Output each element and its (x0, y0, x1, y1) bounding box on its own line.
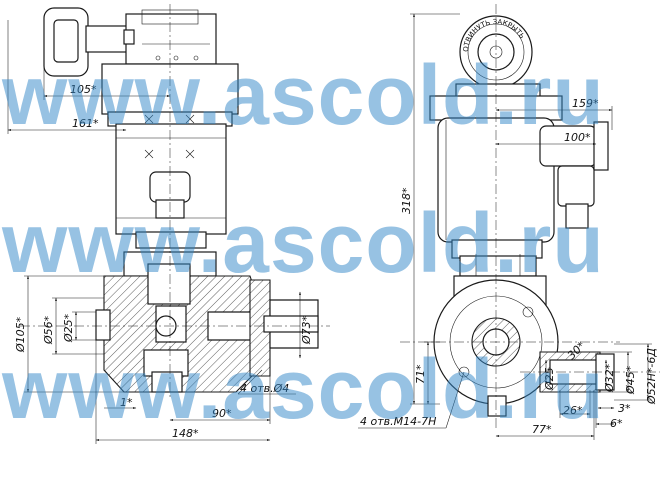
watermark-line-1: www.ascold.ru (1, 48, 605, 142)
dim-phi105: Ø105* (14, 316, 27, 353)
dim-phi73: Ø73* (300, 315, 313, 345)
dim-77: 77* (532, 423, 552, 436)
dim-318: 318* (400, 187, 413, 214)
valve-body-section (95, 251, 319, 393)
dim-phi32: Ø32* (603, 363, 616, 393)
dim-phi56: Ø56* (42, 315, 55, 345)
watermark-line-2: www.ascold.ru (1, 196, 605, 290)
watermark: www.ascold.ru www.ascold.ru www.ascold.r… (1, 48, 605, 436)
dim-100: 100* (564, 131, 591, 144)
dim-phi25: Ø25* (62, 313, 75, 343)
dim-phi25-side: Ø25 (543, 367, 556, 391)
note-holes-4: 4 отв.Ø4 (240, 382, 289, 395)
dim-90: 90* (212, 407, 232, 420)
dim-phi45: Ø45* (624, 365, 637, 395)
handwheel-assembly (43, 7, 217, 77)
dim-1: 1* (120, 396, 133, 409)
dim-phi52: Ø52Н*-6Д (645, 348, 658, 405)
watermark-line-3: www.ascold.ru (1, 342, 605, 436)
dim-26: 26* (563, 404, 583, 417)
dim-161: 161* (72, 117, 99, 130)
note-holes-m14: 4 отв.М14-7Н (360, 415, 436, 428)
dim-3: 3* (618, 402, 631, 415)
front-view: 105* 161* Ø105* Ø56* Ø25* Ø73* 4 отв.Ø4 … (7, 4, 330, 444)
dim-6: 6* (610, 417, 623, 430)
dim-71: 71* (414, 364, 427, 384)
actuator-housing (101, 63, 239, 249)
dim-159: 159* (572, 97, 599, 110)
dim-105: 105* (70, 83, 97, 96)
dim-148: 148* (172, 427, 199, 440)
